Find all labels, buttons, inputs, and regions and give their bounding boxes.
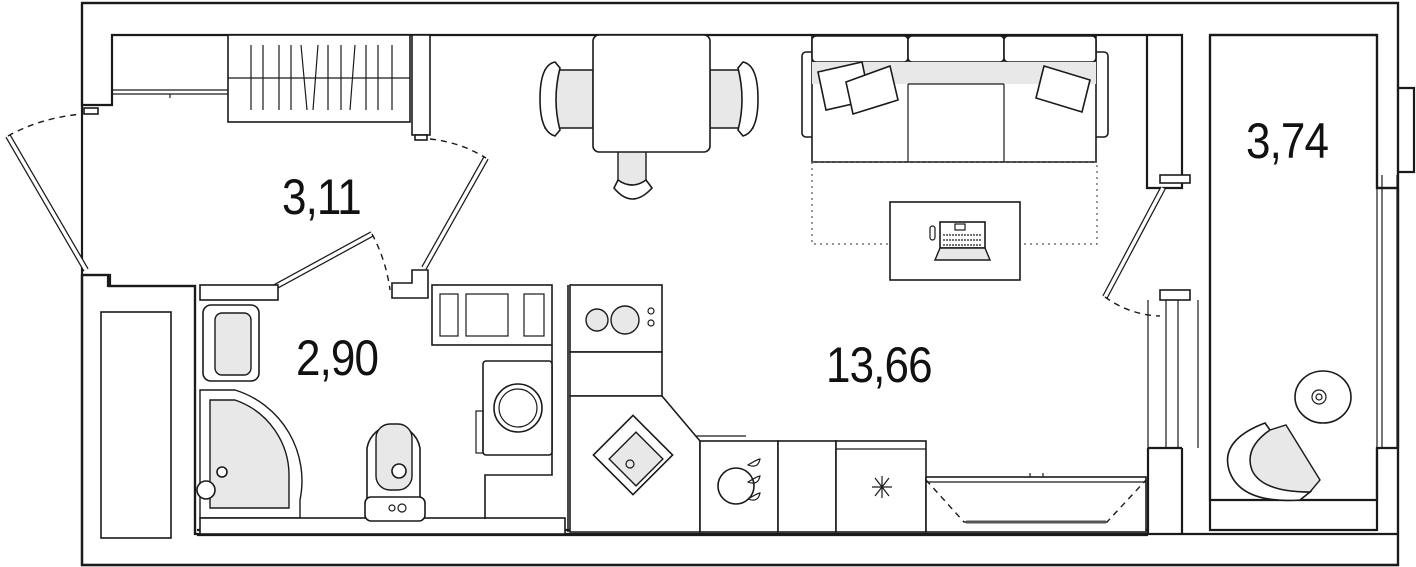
balcony-door bbox=[1102, 186, 1166, 317]
balcony-window bbox=[1147, 174, 1398, 448]
hallway bbox=[5, 34, 489, 539]
snowflake-icon bbox=[872, 476, 892, 498]
area-label-balcony: 3,74 bbox=[1246, 113, 1329, 169]
area-label-bathroom: 2,90 bbox=[296, 330, 379, 386]
area-label-living-kitchen: 13,66 bbox=[826, 337, 933, 393]
bathroom bbox=[196, 284, 566, 535]
area-label-hallway: 3,11 bbox=[282, 169, 362, 225]
coffee-table bbox=[889, 201, 1021, 281]
sofa bbox=[801, 35, 1109, 245]
kitchen bbox=[567, 284, 1147, 533]
dining-set bbox=[539, 34, 759, 200]
balcony-furniture bbox=[1226, 370, 1352, 502]
